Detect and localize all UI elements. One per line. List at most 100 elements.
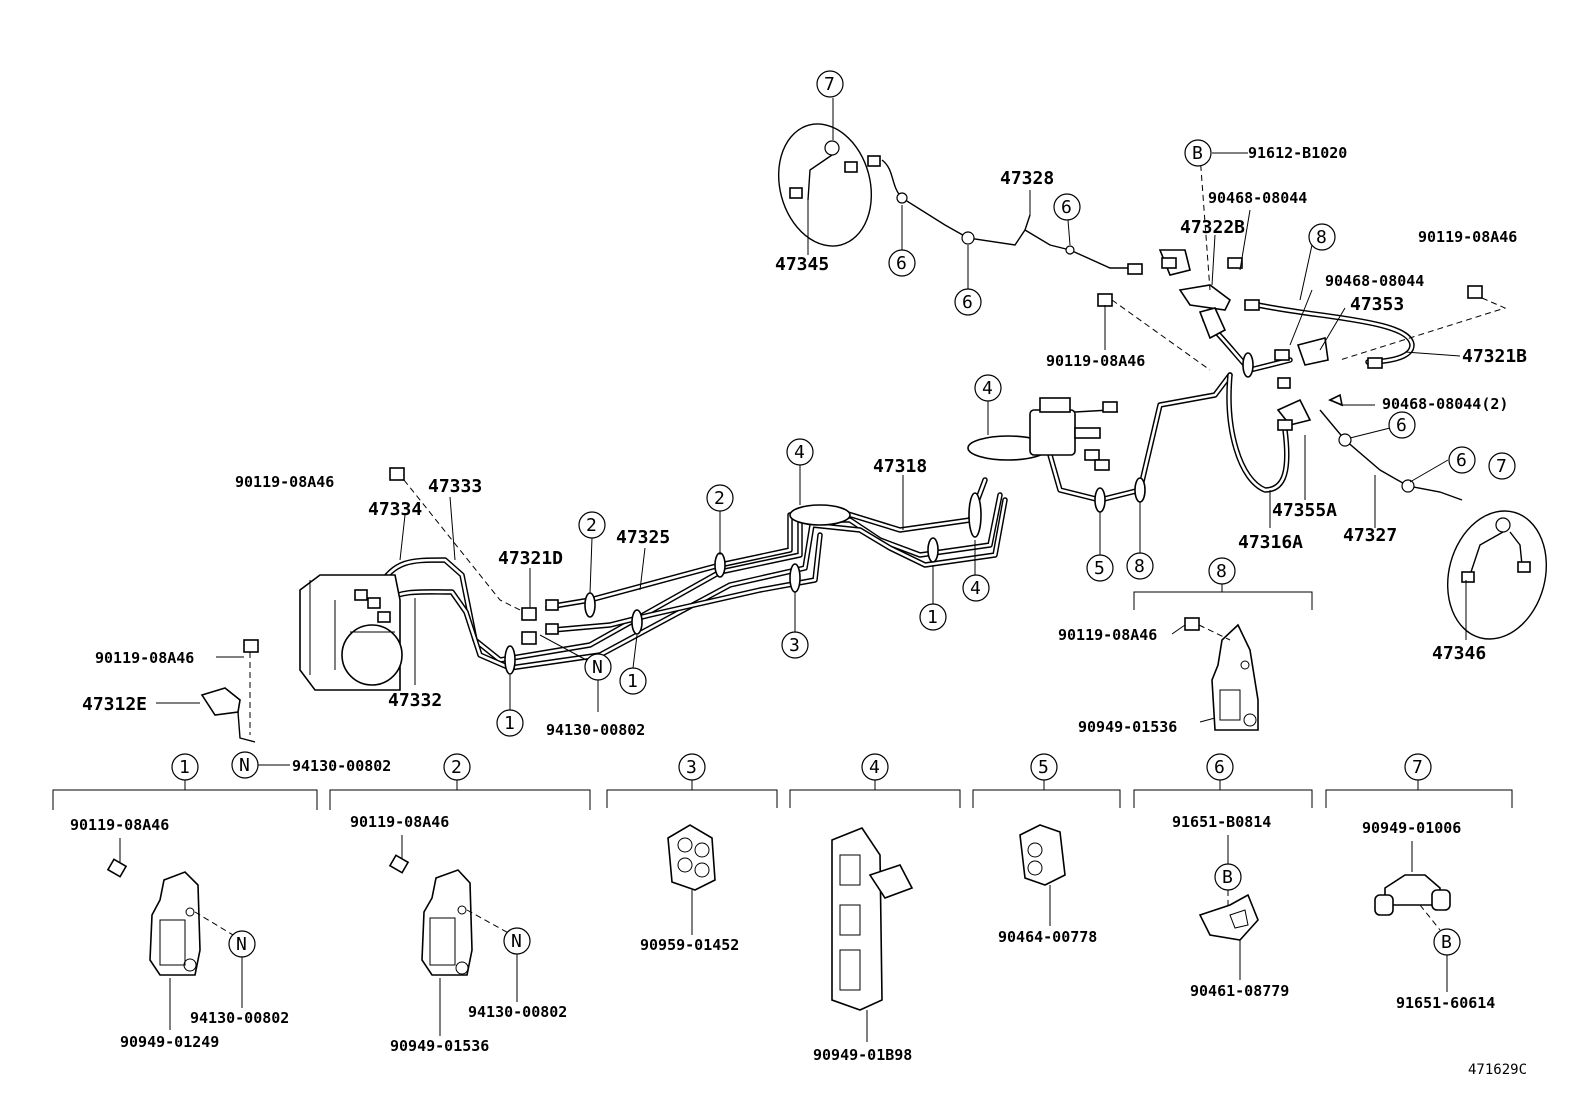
g2-nut-label: 94130-00802 <box>468 1003 567 1021</box>
g7-screw-label: 91651-60614 <box>1396 994 1495 1012</box>
detail-group-6: 91651-B0814 B 90461-08779 <box>1172 813 1289 1000</box>
callout-2: 2 <box>706 484 734 512</box>
svg-text:1: 1 <box>627 671 638 692</box>
callout-5: 5 <box>1086 554 1114 582</box>
g1-clamp-label: 90949-01249 <box>120 1033 219 1051</box>
valve-block <box>1029 397 1119 471</box>
detail-group-5: 90464-00778 <box>998 824 1097 946</box>
g1-callout-n: N <box>236 934 247 955</box>
g2-bolt-label: 90119-08A46 <box>350 813 449 831</box>
svg-text:2: 2 <box>451 757 462 778</box>
callout-7: 7 <box>1488 452 1516 480</box>
callout-1: 1 <box>496 709 524 737</box>
label-47353: 47353 <box>1350 294 1404 315</box>
svg-text:6: 6 <box>1214 757 1225 778</box>
label-90119-08a46-tr: 90119-08A46 <box>1418 228 1517 246</box>
part-47312e <box>200 687 256 743</box>
callout-6: 6 <box>1448 446 1476 474</box>
svg-text:1: 1 <box>927 607 938 628</box>
callout-4: 4 <box>962 574 990 602</box>
g7-callout-b: B <box>1441 932 1452 953</box>
g6-screw-label: 91651-B0814 <box>1172 813 1271 831</box>
g1-nut-label: 94130-00802 <box>190 1009 289 1027</box>
svg-text:7: 7 <box>1496 456 1507 477</box>
group-callout-7: 7 <box>1404 753 1432 781</box>
svg-text:6: 6 <box>962 292 973 313</box>
diagram-id-code: 471629C <box>1468 1062 1527 1078</box>
callout-n: N <box>584 653 612 681</box>
label-leaders <box>156 98 1467 766</box>
callouts-detail: 1 2 3 4 5 6 7 <box>171 753 1432 781</box>
g1-bolt-label: 90119-08A46 <box>70 816 169 834</box>
callout-8: 8 <box>1126 552 1154 580</box>
label-47333: 47333 <box>428 476 482 497</box>
detail-group-3: 90959-01452 <box>640 824 739 954</box>
label-90468-08044-2: 90468-08044(2) <box>1382 395 1508 413</box>
svg-text:1: 1 <box>504 713 515 734</box>
callout-4: 4 <box>786 438 814 466</box>
svg-text:6: 6 <box>1061 197 1072 218</box>
group-callout-5: 5 <box>1030 753 1058 781</box>
svg-text:2: 2 <box>714 488 725 509</box>
svg-text:3: 3 <box>789 635 800 656</box>
g5-clamp-label: 90464-00778 <box>998 928 1097 946</box>
g6-callout-b: B <box>1222 867 1233 888</box>
label-47325: 47325 <box>616 527 670 548</box>
callout-1: 1 <box>919 603 947 631</box>
detail-group-7: 90949-01006 B 91651-60614 <box>1362 819 1495 1012</box>
group-callout-1: 1 <box>171 753 199 781</box>
g2-clamp-label: 90949-01536 <box>390 1037 489 1055</box>
detail-group-brackets <box>52 780 1513 810</box>
svg-text:8: 8 <box>1216 561 1227 582</box>
group-callout-2: 2 <box>443 753 471 781</box>
label-91612-b1020: 91612-B1020 <box>1248 144 1347 162</box>
svg-text:8: 8 <box>1134 556 1145 577</box>
label-90119-08a46-ll: 90119-08A46 <box>95 649 194 667</box>
label-90468-08044-a: 90468-08044 <box>1208 189 1307 207</box>
callout-8: 8 <box>1208 557 1236 585</box>
label-47328: 47328 <box>1000 168 1054 189</box>
label-47322b: 47322B <box>1180 217 1245 238</box>
detail-group-4: 90949-01B98 <box>813 827 914 1064</box>
group-callout-3: 3 <box>678 753 706 781</box>
label-47355a: 47355A <box>1272 500 1337 521</box>
callout-6: 6 <box>1053 193 1081 221</box>
brake-actuator <box>299 574 403 691</box>
label-90468-08044-b: 90468-08044 <box>1325 272 1424 290</box>
label-47332: 47332 <box>388 690 442 711</box>
callouts-main: 7 B 6 8 6 6 4 6 4 6 7 2 2 5 8 8 4 1 3 N … <box>231 70 1516 779</box>
svg-text:7: 7 <box>1412 757 1423 778</box>
label-47321b: 47321B <box>1462 346 1527 367</box>
detail-group-2: 90119-08A46 N 94130-00802 90949-01536 <box>350 813 567 1055</box>
svg-text:6: 6 <box>1396 415 1407 436</box>
main-part-labels: 91612-B1020 47328 90468-08044 47322B 901… <box>82 144 1527 775</box>
g7-clamp-label: 90949-01006 <box>1362 819 1461 837</box>
clamp-8-detail <box>1211 623 1259 731</box>
svg-text:B: B <box>1192 143 1203 164</box>
rear-pipe-47328 <box>881 159 1130 269</box>
svg-text:3: 3 <box>686 757 697 778</box>
dashed-leaders <box>249 154 1507 735</box>
label-94130-00802-mid: 94130-00802 <box>546 721 645 739</box>
label-47321d: 47321D <box>498 548 563 569</box>
label-47318: 47318 <box>873 456 927 477</box>
callout-1: 1 <box>619 667 647 695</box>
label-47312e: 47312E <box>82 694 147 715</box>
svg-text:5: 5 <box>1094 558 1105 579</box>
callout-7: 7 <box>816 70 844 98</box>
callout-2: 2 <box>578 511 606 539</box>
svg-text:7: 7 <box>824 74 835 95</box>
callout-3: 3 <box>781 631 809 659</box>
g3-clamp-label: 90959-01452 <box>640 936 739 954</box>
svg-text:5: 5 <box>1038 757 1049 778</box>
callout-6: 6 <box>954 288 982 316</box>
rear-pipe-47327 <box>1319 409 1463 501</box>
g4-clamp-label: 90949-01B98 <box>813 1046 912 1064</box>
callout-4: 4 <box>974 374 1002 402</box>
svg-text:4: 4 <box>982 378 993 399</box>
label-90119-08a46-mid: 90119-08A46 <box>1046 352 1145 370</box>
bolts <box>243 285 1483 653</box>
svg-text:4: 4 <box>869 757 880 778</box>
svg-text:8: 8 <box>1316 227 1327 248</box>
